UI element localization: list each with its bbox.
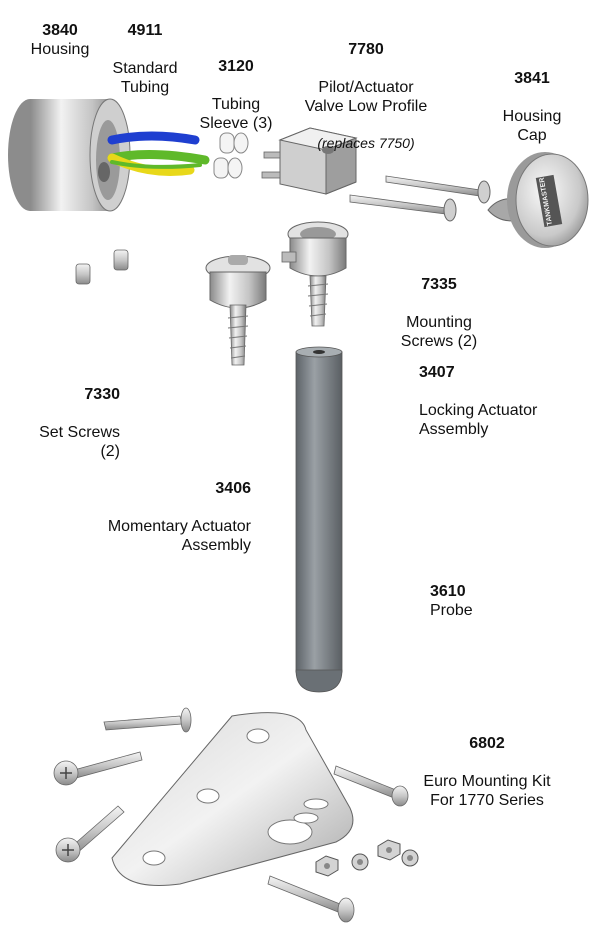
- locking-actuator-part: [281, 221, 349, 327]
- label-sleeve: 3120 Tubing Sleeve (3): [186, 38, 286, 152]
- part-number: 7780: [348, 41, 384, 58]
- label-set-screws: 7330 Set Screws (2): [10, 366, 120, 480]
- part-number: 3610: [430, 583, 466, 600]
- part-note: (replaces 7750): [317, 135, 415, 151]
- part-number: 7330: [84, 386, 120, 403]
- label-euro-kit: 6802 Euro Mounting Kit For 1770 Series: [402, 715, 572, 829]
- label-probe: 3610 Probe: [430, 582, 530, 620]
- label-momentary-actuator: 3406 Momentary Actuator Assembly: [60, 460, 251, 574]
- part-name: Probe: [430, 602, 473, 619]
- sleeve-parts: [213, 132, 249, 179]
- part-number: 3120: [218, 58, 254, 75]
- part-number: 3406: [215, 480, 251, 497]
- part-name: Mounting Screws (2): [400, 314, 478, 350]
- momentary-actuator-part: [205, 255, 271, 366]
- valve-part: [261, 127, 358, 195]
- label-locking-actuator: 3407 Locking Actuator Assembly: [419, 344, 589, 458]
- part-name: Set Screws (2): [39, 424, 120, 460]
- euro-mounting-kit-part: [53, 707, 419, 923]
- part-number: 7335: [421, 276, 457, 293]
- mounting-screws-parts: [349, 175, 491, 222]
- housing-part: [8, 98, 131, 212]
- part-number: 6802: [469, 735, 505, 752]
- part-name: Tubing Sleeve (3): [199, 96, 273, 132]
- tubing-part: [107, 131, 210, 176]
- part-name: Standard Tubing: [112, 60, 178, 96]
- label-cap: 3841 Housing Cap: [482, 50, 582, 164]
- part-number: 4911: [127, 22, 163, 39]
- label-tubing: 4911 Standard Tubing: [100, 2, 190, 116]
- part-name: Euro Mounting Kit For 1770 Series: [423, 773, 551, 809]
- part-number: 3840: [42, 22, 78, 39]
- part-name: Momentary Actuator Assembly: [107, 518, 251, 554]
- label-mounting-screws: 7335 Mounting Screws (2): [384, 256, 494, 370]
- probe-part: [295, 346, 343, 693]
- set-screws-parts: [75, 249, 129, 285]
- part-name: Pilot/Actuator Valve Low Profile: [304, 79, 428, 115]
- part-number: 3407: [419, 364, 455, 381]
- housing-cap-part: [487, 152, 589, 248]
- part-name: Housing: [30, 41, 90, 58]
- label-housing: 3840 Housing: [22, 21, 98, 59]
- part-name: Locking Actuator Assembly: [419, 402, 538, 438]
- part-number: 3841: [514, 70, 550, 87]
- part-name: Housing Cap: [502, 108, 562, 144]
- label-valve: 7780 Pilot/Actuator Valve Low Profile (r…: [286, 21, 446, 170]
